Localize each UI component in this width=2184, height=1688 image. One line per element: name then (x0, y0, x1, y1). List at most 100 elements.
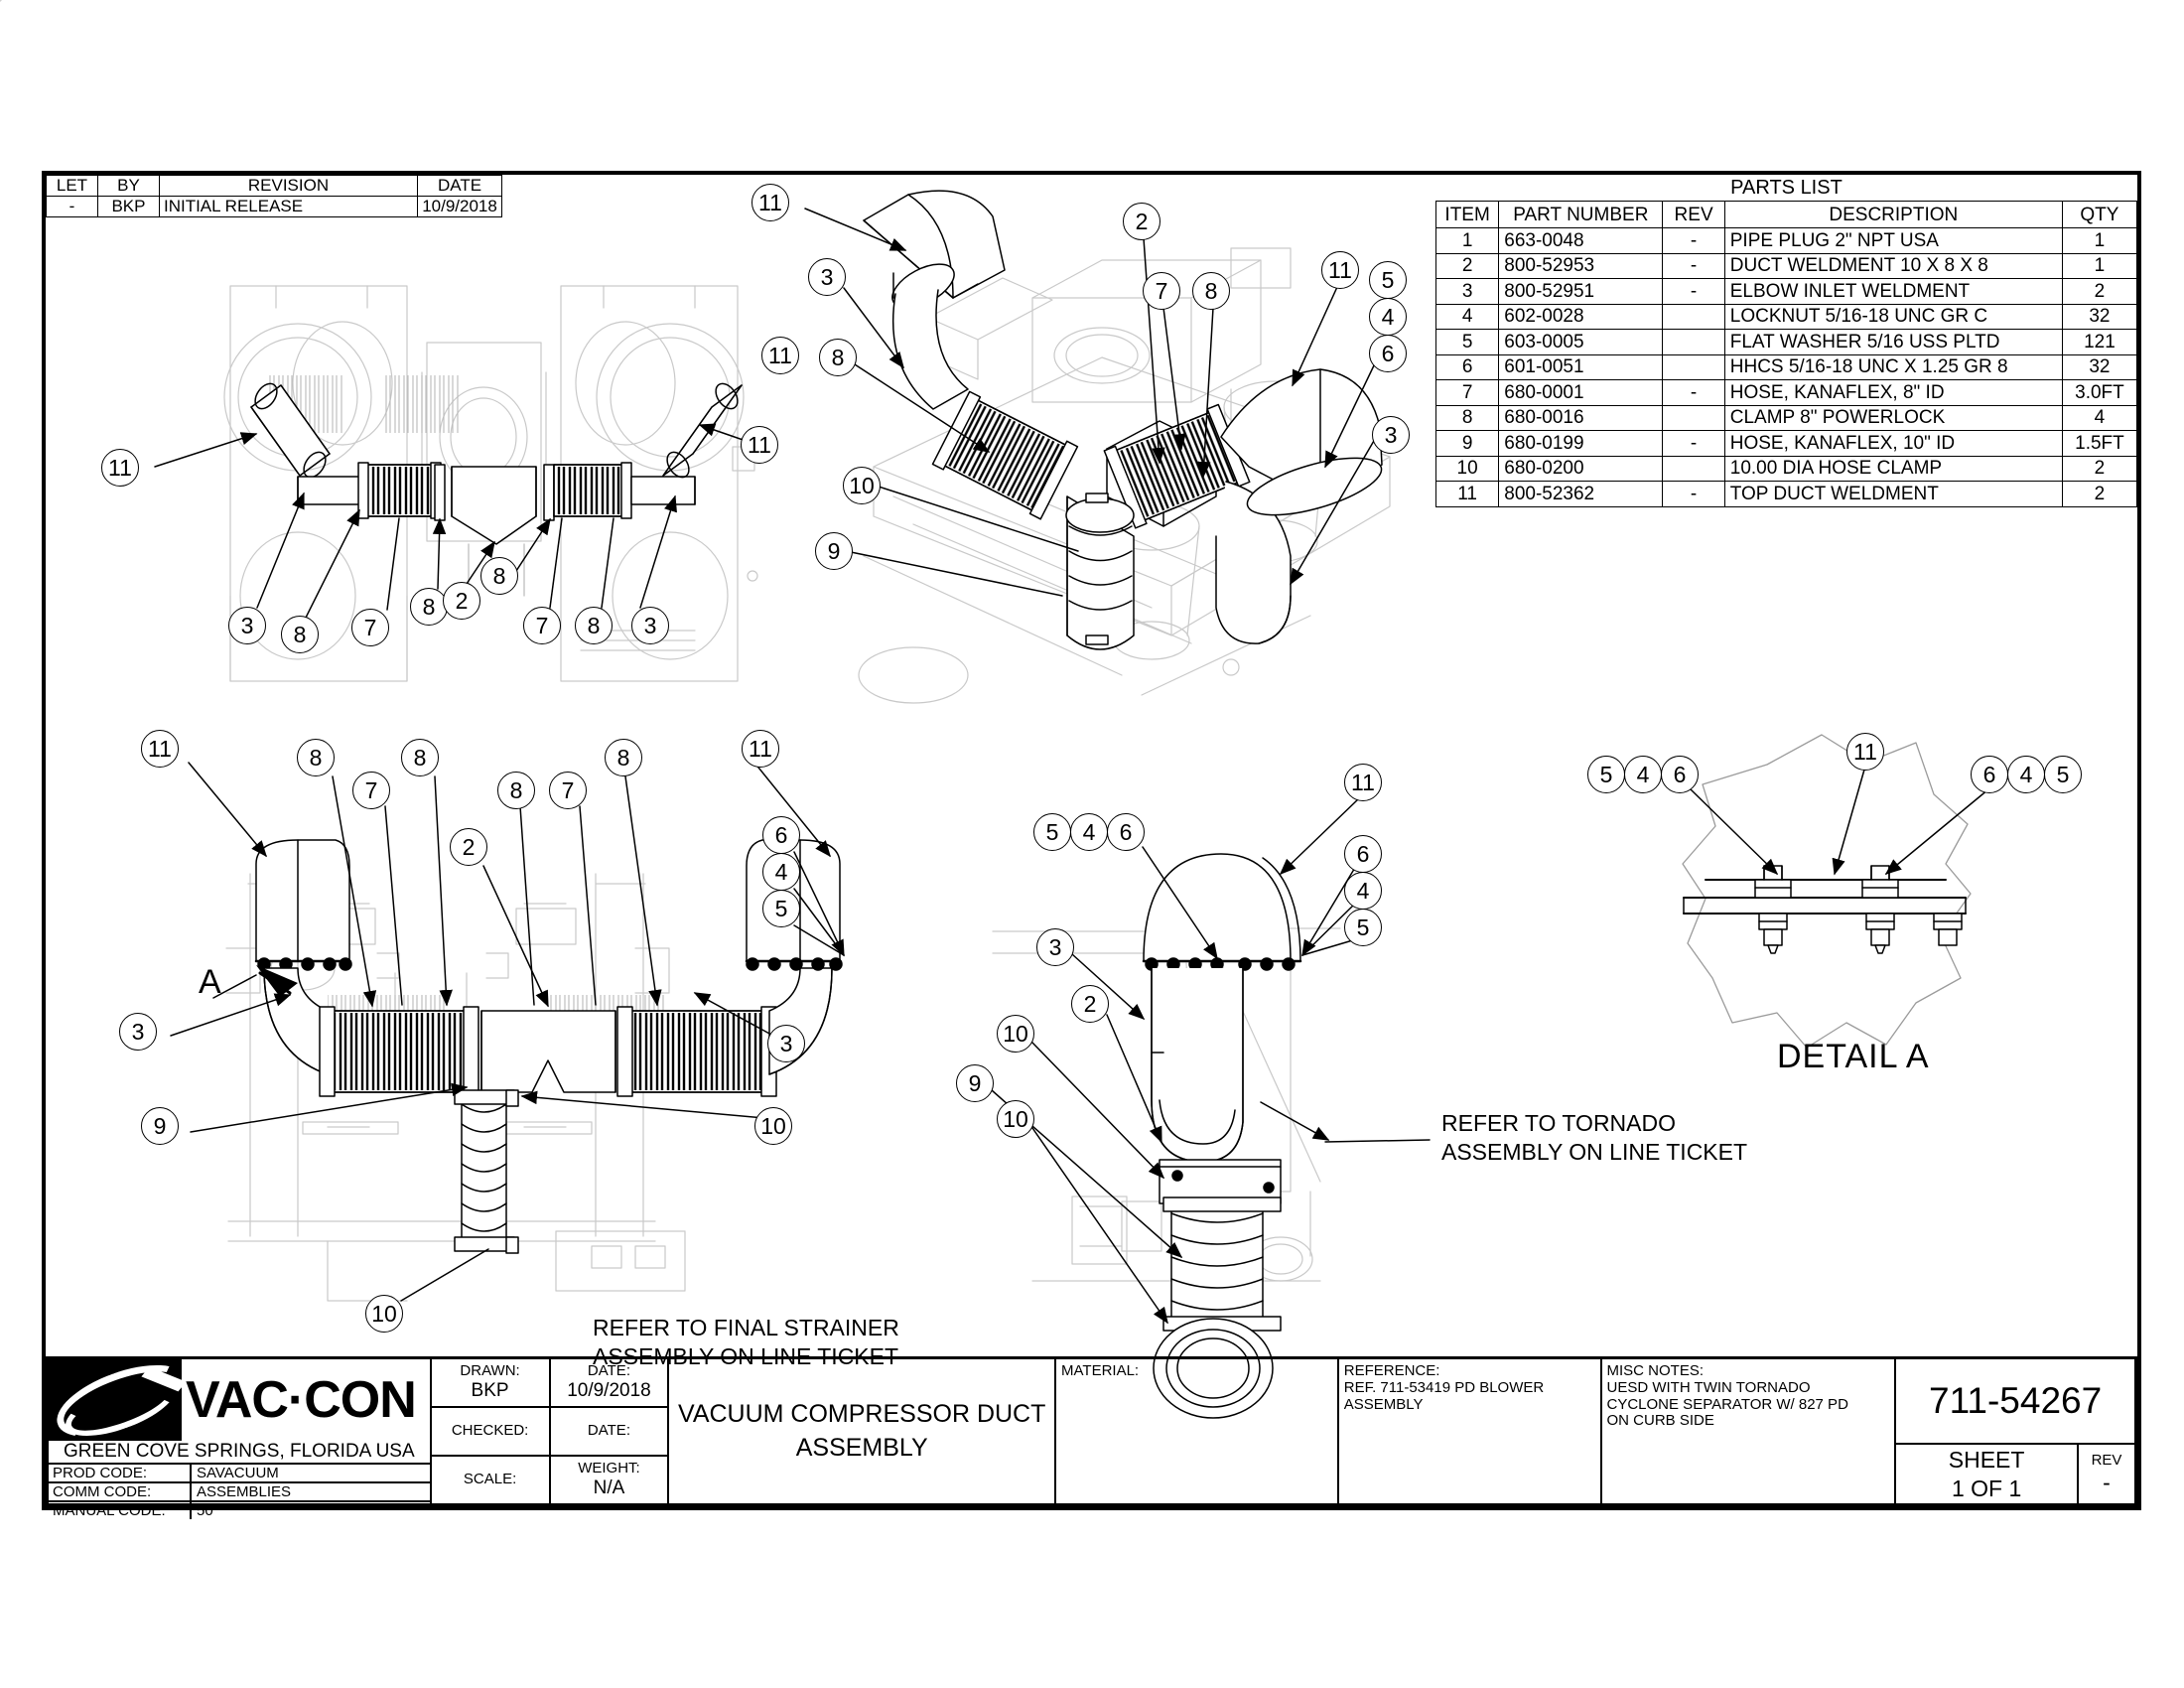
parts-cell-item: 11 (1434, 481, 1500, 507)
vaccon-swoosh-icon (49, 1359, 182, 1441)
balloon-view-bottom-left-item-3[interactable]: 3 (767, 1025, 805, 1062)
sheet-rev-row: SHEET 1 OF 1 REV - (1896, 1445, 2134, 1503)
balloon-view-bottom-mid-item-6[interactable]: 6 (1107, 813, 1145, 851)
parts-cell-item: 7 (1434, 379, 1500, 406)
scale-label: SCALE: (463, 1471, 517, 1488)
balloon-view-bottom-left-item-7[interactable]: 7 (549, 772, 587, 809)
balloon-view-top-mid-item-8[interactable]: 8 (819, 339, 857, 376)
parts-list-header-row: ITEM PART NUMBER REV DESCRIPTION QTY (1434, 201, 2138, 228)
balloon-view-bottom-left-item-3[interactable]: 3 (119, 1013, 157, 1051)
balloon-view-bottom-mid-item-9[interactable]: 9 (956, 1064, 994, 1102)
balloon-view-top-left-item-8[interactable]: 8 (480, 557, 518, 595)
parts-cell-rev: - (1662, 481, 1725, 507)
comm-code-row: COMM CODE: ASSEMBLIES (49, 1481, 430, 1500)
drawn-date-value: 10/9/2018 (567, 1380, 651, 1402)
balloon-view-top-left-item-3[interactable]: 3 (631, 607, 669, 644)
parts-cell-rev: - (1662, 227, 1725, 254)
balloon-view-bottom-left-item-8[interactable]: 8 (497, 772, 535, 809)
balloon-view-detail-a-item-4[interactable]: 4 (2007, 756, 2045, 793)
balloon-view-bottom-left-item-10[interactable]: 10 (365, 1295, 403, 1333)
balloon-view-top-mid-item-10[interactable]: 10 (843, 467, 881, 504)
balloon-view-top-left-item-11[interactable]: 11 (741, 426, 778, 464)
balloon-view-bottom-left-item-8[interactable]: 8 (297, 739, 335, 776)
balloon-view-top-mid-item-6[interactable]: 6 (1369, 335, 1407, 372)
manual-code-value: 50 (197, 1502, 213, 1519)
balloon-view-bottom-left-item-8[interactable]: 8 (401, 739, 439, 776)
balloon-view-bottom-mid-item-5[interactable]: 5 (1344, 909, 1382, 946)
balloon-view-bottom-left-item-11[interactable]: 11 (141, 730, 179, 768)
balloon-view-top-mid-item-11[interactable]: 11 (761, 337, 799, 374)
balloon-view-top-mid-item-2[interactable]: 2 (1123, 203, 1160, 240)
balloon-view-top-mid-item-9[interactable]: 9 (815, 532, 853, 570)
checked-row: CHECKED: DATE: (431, 1406, 668, 1455)
balloon-view-bottom-left-item-11[interactable]: 11 (742, 730, 779, 768)
parts-cell-qty: 4 (2061, 404, 2138, 431)
balloon-view-top-left-item-8[interactable]: 8 (281, 616, 319, 653)
balloon-view-bottom-mid-item-11[interactable]: 11 (1344, 764, 1382, 801)
parts-cell-part-number: 800-52362 (1498, 481, 1664, 507)
balloon-view-top-mid-item-8[interactable]: 8 (1192, 272, 1230, 310)
balloon-view-top-left-item-3[interactable]: 3 (228, 607, 266, 644)
balloon-view-detail-a-item-5[interactable]: 5 (2044, 756, 2082, 793)
checked-date-label: DATE: (587, 1422, 630, 1440)
balloon-view-bottom-mid-item-10[interactable]: 10 (997, 1015, 1034, 1053)
parts-cell-part-number: 601-0051 (1498, 353, 1664, 380)
balloon-view-top-mid-item-11[interactable]: 11 (1321, 251, 1359, 289)
parts-cell-rev (1662, 303, 1725, 330)
balloon-view-bottom-left-item-6[interactable]: 6 (762, 816, 800, 854)
parts-cell-part-number: 602-0028 (1498, 303, 1664, 330)
parts-list-table: PARTS LIST ITEM PART NUMBER REV DESCRIPT… (1434, 175, 2138, 507)
parts-cell-part-number: 680-0200 (1498, 455, 1664, 482)
balloon-view-top-mid-item-11[interactable]: 11 (751, 184, 789, 221)
parts-list-title-row: PARTS LIST (1435, 175, 2137, 202)
balloon-view-bottom-mid-item-3[interactable]: 3 (1036, 928, 1074, 966)
company-city: GREEN COVE SPRINGS, FLORIDA USA (49, 1441, 430, 1465)
balloon-view-bottom-mid-item-2[interactable]: 2 (1071, 985, 1109, 1023)
balloon-view-bottom-left-item-7[interactable]: 7 (352, 772, 390, 809)
balloon-view-bottom-mid-item-4[interactable]: 4 (1070, 813, 1108, 851)
balloon-view-bottom-left-item-2[interactable]: 2 (450, 828, 487, 866)
parts-cell-item: 8 (1434, 404, 1500, 431)
revision-cell-let: - (46, 196, 98, 217)
detail-a-title: DETAIL A (1777, 1038, 1930, 1075)
balloon-view-detail-a-item-6[interactable]: 6 (1971, 756, 2008, 793)
balloon-view-detail-a-item-11[interactable]: 11 (1846, 733, 1884, 771)
balloon-view-top-left-item-8[interactable]: 8 (575, 607, 613, 644)
parts-cell-item: 1 (1434, 227, 1500, 254)
reference-block: REFERENCE: REF. 711-53419 PD BLOWER ASSE… (1339, 1359, 1602, 1503)
balloon-view-bottom-left-item-9[interactable]: 9 (141, 1107, 179, 1145)
balloon-view-top-left-item-11[interactable]: 11 (101, 449, 139, 487)
balloon-view-top-mid-item-3[interactable]: 3 (1372, 416, 1410, 454)
parts-cell-item: 6 (1434, 353, 1500, 380)
checked-label: CHECKED: (451, 1422, 529, 1440)
balloon-view-bottom-mid-item-5[interactable]: 5 (1033, 813, 1071, 851)
balloon-view-bottom-mid-item-4[interactable]: 4 (1344, 872, 1382, 910)
balloon-view-top-left-item-7[interactable]: 7 (351, 609, 389, 646)
revision-table: LET BY REVISION DATE - BKP INITIAL RELEA… (46, 175, 502, 217)
balloon-view-detail-a-item-4[interactable]: 4 (1624, 756, 1662, 793)
balloon-view-top-mid-item-3[interactable]: 3 (808, 258, 846, 296)
prod-code-row: PROD CODE: SAVACUUM (49, 1465, 430, 1481)
balloon-view-bottom-left-item-5[interactable]: 5 (762, 890, 800, 927)
balloon-view-bottom-left-item-10[interactable]: 10 (754, 1107, 792, 1145)
balloon-view-top-mid-item-7[interactable]: 7 (1143, 272, 1180, 310)
parts-cell-qty: 2 (2061, 481, 2138, 507)
misc-notes-value: UESD WITH TWIN TORNADO CYCLONE SEPARATOR… (1606, 1378, 1848, 1430)
balloon-view-top-left-item-7[interactable]: 7 (523, 607, 561, 644)
balloon-view-top-mid-item-5[interactable]: 5 (1369, 261, 1407, 299)
balloon-view-detail-a-item-5[interactable]: 5 (1587, 756, 1625, 793)
balloon-view-top-left-item-8[interactable]: 8 (410, 588, 448, 626)
balloon-view-bottom-mid-item-10[interactable]: 10 (997, 1100, 1034, 1138)
logo-row: VAC·CON (49, 1359, 430, 1441)
parts-header-item: ITEM (1434, 201, 1500, 228)
balloon-view-bottom-mid-item-6[interactable]: 6 (1344, 835, 1382, 873)
drawing-title-block: VACUUM COMPRESSOR DUCT ASSEMBLY (669, 1359, 1057, 1503)
balloon-view-detail-a-item-6[interactable]: 6 (1661, 756, 1699, 793)
balloon-view-bottom-left-item-8[interactable]: 8 (605, 739, 642, 776)
balloon-view-top-mid-item-4[interactable]: 4 (1369, 298, 1407, 336)
balloon-view-bottom-left-item-4[interactable]: 4 (762, 853, 800, 891)
balloon-view-top-left-item-2[interactable]: 2 (443, 582, 480, 620)
reference-label: REFERENCE: (1343, 1362, 1440, 1379)
